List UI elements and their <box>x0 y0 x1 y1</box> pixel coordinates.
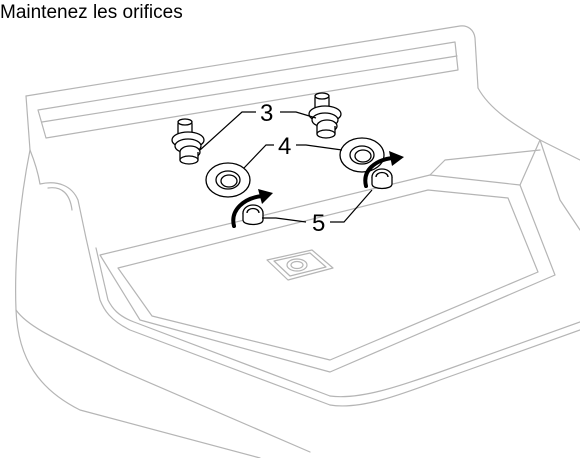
valve-cartridge-icon <box>171 118 205 165</box>
escutcheon-ring-icon <box>339 137 385 173</box>
mounting-nut-icon <box>371 168 393 190</box>
sink-basin <box>15 25 580 458</box>
callout-3: 3 <box>260 100 273 127</box>
escutcheon-ring-icon <box>205 162 251 198</box>
valve-cartridge-icon <box>308 92 342 139</box>
mounting-nut-icon <box>242 204 264 226</box>
callout-4: 4 <box>278 133 291 160</box>
callout-leaders <box>199 111 373 223</box>
instruction-heading: Maintenez les orifices <box>0 2 183 23</box>
callout-5: 5 <box>312 210 325 237</box>
rotation-arrow-icon <box>231 189 273 228</box>
rotation-arrow-icon <box>363 151 404 188</box>
